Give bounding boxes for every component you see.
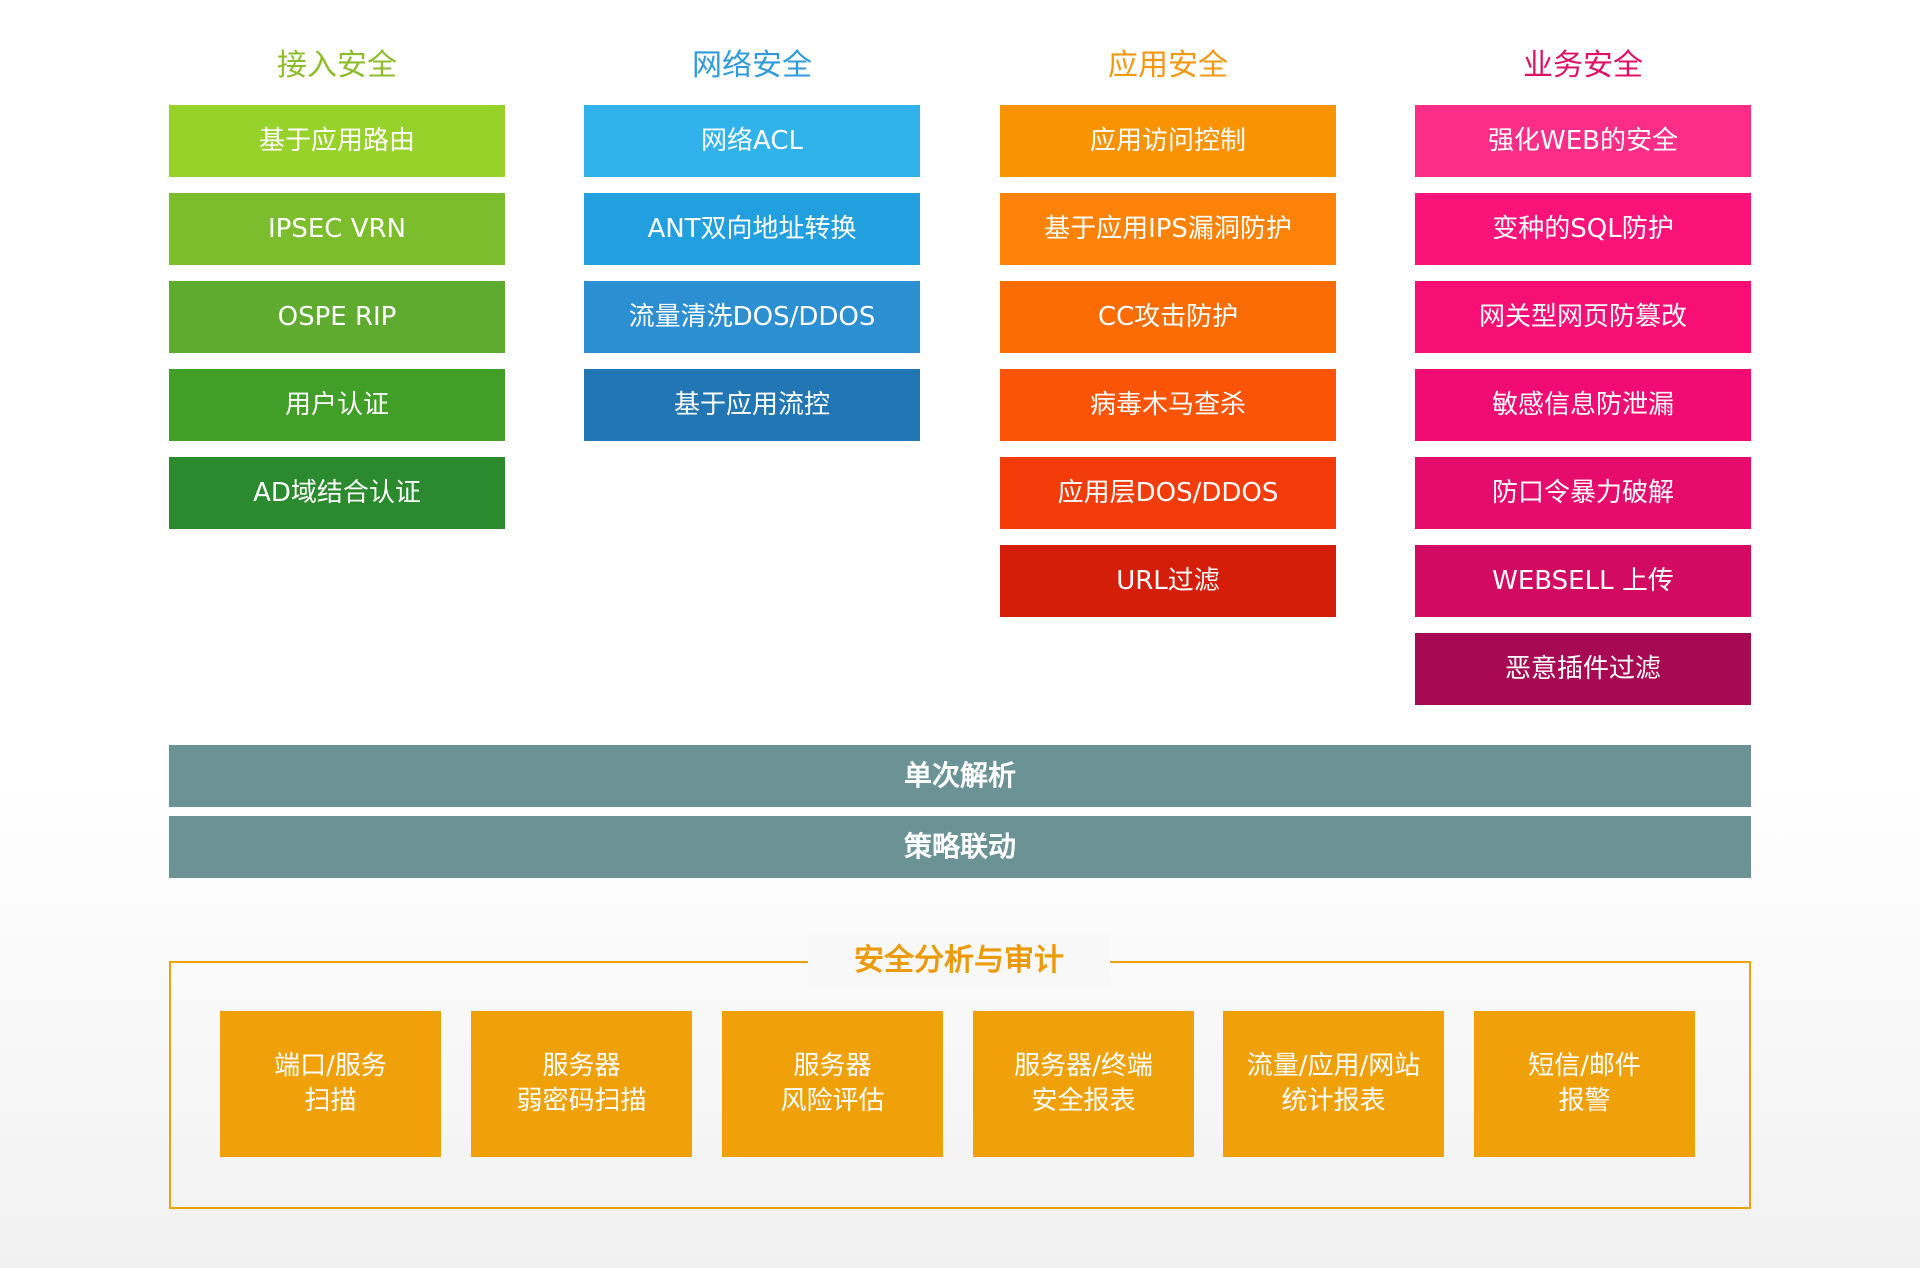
column-application-security: 应用安全 应用访问控制 基于应用IPS漏洞防护 CC攻击防护 病毒木马查杀 应用… xyxy=(1000,44,1336,633)
feature-box: WEBSELL 上传 xyxy=(1415,545,1751,617)
tile-line: 报警 xyxy=(1558,1086,1611,1116)
feature-box: 恶意插件过滤 xyxy=(1415,633,1751,705)
column-title: 接入安全 xyxy=(277,48,397,83)
tile-line: 统计报表 xyxy=(1281,1086,1386,1116)
feature-box: CC攻击防护 xyxy=(1000,281,1336,353)
feature-box: IPSEC VRN xyxy=(169,193,505,265)
feature-box: 基于应用IPS漏洞防护 xyxy=(1000,193,1336,265)
single-parse-bar: 单次解析 xyxy=(169,745,1751,807)
feature-box: 应用访问控制 xyxy=(1000,105,1336,177)
feature-box: 病毒木马查杀 xyxy=(1000,369,1336,441)
feature-box: 强化WEB的安全 xyxy=(1415,105,1751,177)
feature-box: ANT双向地址转换 xyxy=(584,193,920,265)
tile-line: 扫描 xyxy=(304,1086,357,1116)
feature-box: URL过滤 xyxy=(1000,545,1336,617)
tile-line: 安全报表 xyxy=(1031,1086,1136,1116)
tile-line: 服务器 xyxy=(542,1051,621,1081)
feature-box: AD域结合认证 xyxy=(169,457,505,529)
analysis-tile-sms-alert: 短信/邮件 报警 xyxy=(1474,1011,1695,1157)
tile-line: 短信/邮件 xyxy=(1528,1051,1641,1081)
tile-line: 服务器/终端 xyxy=(1014,1051,1153,1081)
feature-box: 防口令暴力破解 xyxy=(1415,457,1751,529)
tile-line: 流量/应用/网站 xyxy=(1246,1051,1421,1081)
analysis-title: 安全分析与审计 xyxy=(808,935,1110,987)
column-network-security: 网络安全 网络ACL ANT双向地址转换 流量清洗DOS/DDOS 基于应用流控 xyxy=(584,44,920,457)
feature-box: 流量清洗DOS/DDOS xyxy=(584,281,920,353)
security-columns: 接入安全 基于应用路由 IPSEC VRN OSPE RIP 用户认证 AD域结… xyxy=(169,44,1751,714)
tile-line: 风险评估 xyxy=(780,1086,885,1116)
feature-box: 网络ACL xyxy=(584,105,920,177)
feature-box: 应用层DOS/DDOS xyxy=(1000,457,1336,529)
feature-box: 基于应用路由 xyxy=(169,105,505,177)
column-business-security: 业务安全 强化WEB的安全 变种的SQL防护 网关型网页防篡改 敏感信息防泄漏 … xyxy=(1415,44,1751,721)
analysis-tile-traffic-report: 流量/应用/网站 统计报表 xyxy=(1223,1011,1444,1157)
analysis-tile-weak-password: 服务器 弱密码扫描 xyxy=(471,1011,692,1157)
tile-line: 弱密码扫描 xyxy=(516,1086,647,1116)
analysis-tile-port-scan: 端口/服务 扫描 xyxy=(220,1011,441,1157)
column-access-security: 接入安全 基于应用路由 IPSEC VRN OSPE RIP 用户认证 AD域结… xyxy=(169,44,505,545)
tile-line: 端口/服务 xyxy=(274,1051,387,1081)
feature-box: 网关型网页防篡改 xyxy=(1415,281,1751,353)
policy-linkage-bar: 策略联动 xyxy=(169,816,1751,878)
analysis-tile-security-report: 服务器/终端 安全报表 xyxy=(973,1011,1194,1157)
feature-box: 敏感信息防泄漏 xyxy=(1415,369,1751,441)
column-title: 业务安全 xyxy=(1523,48,1643,83)
column-title: 应用安全 xyxy=(1108,48,1228,83)
column-title: 网络安全 xyxy=(692,48,812,83)
feature-box: 变种的SQL防护 xyxy=(1415,193,1751,265)
feature-box: OSPE RIP xyxy=(169,281,505,353)
feature-box: 用户认证 xyxy=(169,369,505,441)
tile-line: 服务器 xyxy=(793,1051,872,1081)
analysis-tile-risk-assessment: 服务器 风险评估 xyxy=(722,1011,943,1157)
feature-box: 基于应用流控 xyxy=(584,369,920,441)
